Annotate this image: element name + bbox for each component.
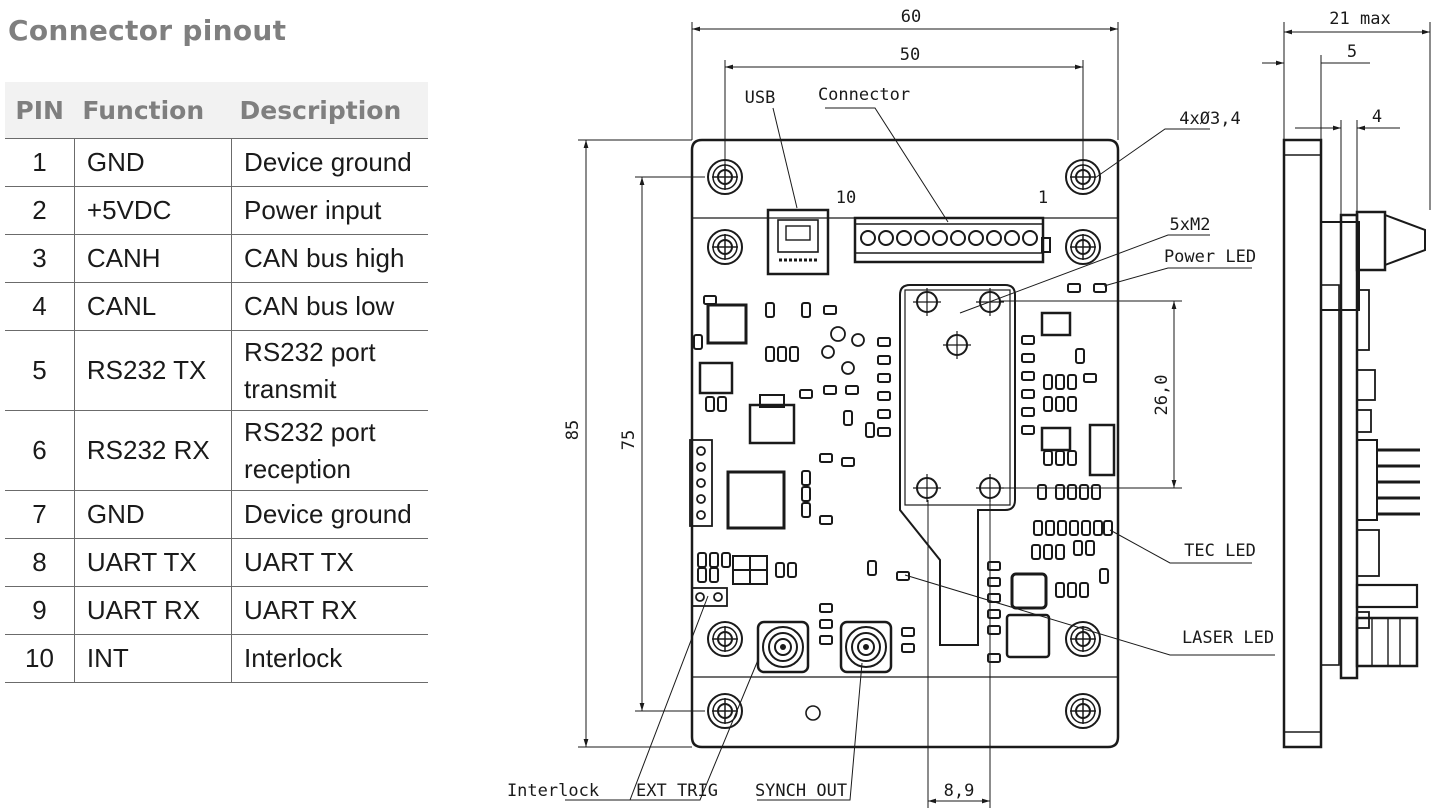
table-header-row: PIN Function Description [5,82,428,139]
side-view-pcb [1339,213,1359,680]
pin-cell: 1 [5,138,75,187]
description-text: RS232 port transmit [244,336,376,404]
label-connector: Connector [818,85,910,105]
dim-4: 4 [1372,107,1382,127]
description-cell: UART RX [231,586,428,635]
usb-connector [766,208,830,276]
dim-8-9: 8,9 [944,781,975,801]
dim-21-max: 21 max [1329,9,1390,29]
mounting-hole-icon [1065,229,1101,265]
label-usb: USB [745,88,776,108]
mounting-hole-icon [707,621,743,657]
pin-cell: 7 [5,490,75,539]
label-pin-1: 1 [1038,188,1048,208]
board-outline [690,138,1120,749]
mounting-hole-icon [707,693,743,729]
description-cell: Device ground [231,138,428,187]
m2-hole-icon [912,473,942,503]
ext-trig-connector-icon [756,620,810,674]
label-mounting-holes: 4xØ3,4 [1179,109,1240,129]
function-cell: UART TX [74,538,233,587]
pin-cell: 4 [5,282,75,331]
label-ext-trig: EXT TRIG [636,781,718,801]
function-cell: GND [74,138,233,187]
mounting-hole-icon [1065,693,1101,729]
mounting-hole-icon [707,229,743,265]
function-cell: CANL [74,282,233,331]
laser-mount [899,284,1016,646]
dim-5: 5 [1347,42,1357,62]
description-cell: UART TX [231,538,428,587]
section-title: Connector pinout [8,14,287,47]
pin-cell: 2 [5,186,75,235]
pin-cell: 5 [5,330,75,411]
label-synch-out: SYNCH OUT [755,781,847,801]
table-row: 7 GND Device ground [5,490,428,539]
table-row: 3 CANH CAN bus high [5,234,428,283]
table-row: 2 +5VDC Power input [5,186,428,235]
dim-width-60: 60 [901,7,921,27]
function-cell: RS232 TX [74,330,233,411]
table-row: 1 GND Device ground [5,138,428,187]
mounting-hole-icon [1065,159,1101,195]
dim-26: 26,0 [1152,375,1172,416]
description-cell: RS232 port transmit [231,330,428,411]
function-cell: CANH [74,234,233,283]
label-laser-led: LASER LED [1182,628,1274,648]
m2-hole-icon [912,287,942,317]
function-cell: UART RX [74,586,233,635]
pin-cell: 9 [5,586,75,635]
dim-height-85: 85 [563,420,583,440]
description-cell: Interlock [231,634,428,683]
column-header-description: Description [231,82,428,139]
label-interlock: Interlock [507,781,599,801]
column-header-function: Function [74,82,232,139]
mounting-hole-icon [1065,621,1101,657]
function-cell: INT [74,634,233,683]
description-cell: CAN bus low [231,282,428,331]
table-row: 6 RS232 RX RS232 port reception [5,410,428,491]
side-view-base [1282,138,1323,749]
table-row: 5 RS232 TX RS232 port transmit [5,330,428,411]
dim-hole-spacing-50: 50 [900,45,920,65]
label-power-led: Power LED [1164,247,1256,267]
pin-cell: 6 [5,410,75,491]
description-text: RS232 port reception [244,416,376,484]
board-drawing: 60 50 85 75 26,0 8,9 21 max 5 4 USB Conn… [507,7,1431,808]
mounting-hole-icon [707,159,743,195]
dim-hole-spacing-75: 75 [619,430,639,450]
description-cell: RS232 port reception [231,410,428,491]
table-row: 10 INT Interlock [5,634,428,683]
synch-out-connector-icon [839,620,893,674]
terminal-screws [860,230,1038,246]
description-cell: CAN bus high [231,234,428,283]
function-cell: RS232 RX [74,410,233,491]
pin-cell: 10 [5,634,75,683]
label-pin-10: 10 [836,188,856,208]
pin-cell: 3 [5,234,75,283]
m2-hole-icon [975,473,1005,503]
m2-hole-icon [975,287,1005,317]
description-cell: Power input [231,186,428,235]
column-header-pin: PIN [5,82,75,139]
function-cell: +5VDC [74,186,233,235]
m2-hole-icon [942,330,972,360]
table-row: 8 UART TX UART TX [5,538,428,587]
pin-cell: 8 [5,538,75,587]
description-cell: Device ground [231,490,428,539]
table-row: 9 UART RX UART RX [5,586,428,635]
label-5xm2: 5xM2 [1170,215,1211,235]
function-cell: GND [74,490,233,539]
label-tec-led: TEC LED [1184,541,1256,561]
pinout-table: PIN Function Description 1 GND Device gr… [5,82,428,683]
table-row: 4 CANL CAN bus low [5,282,428,331]
